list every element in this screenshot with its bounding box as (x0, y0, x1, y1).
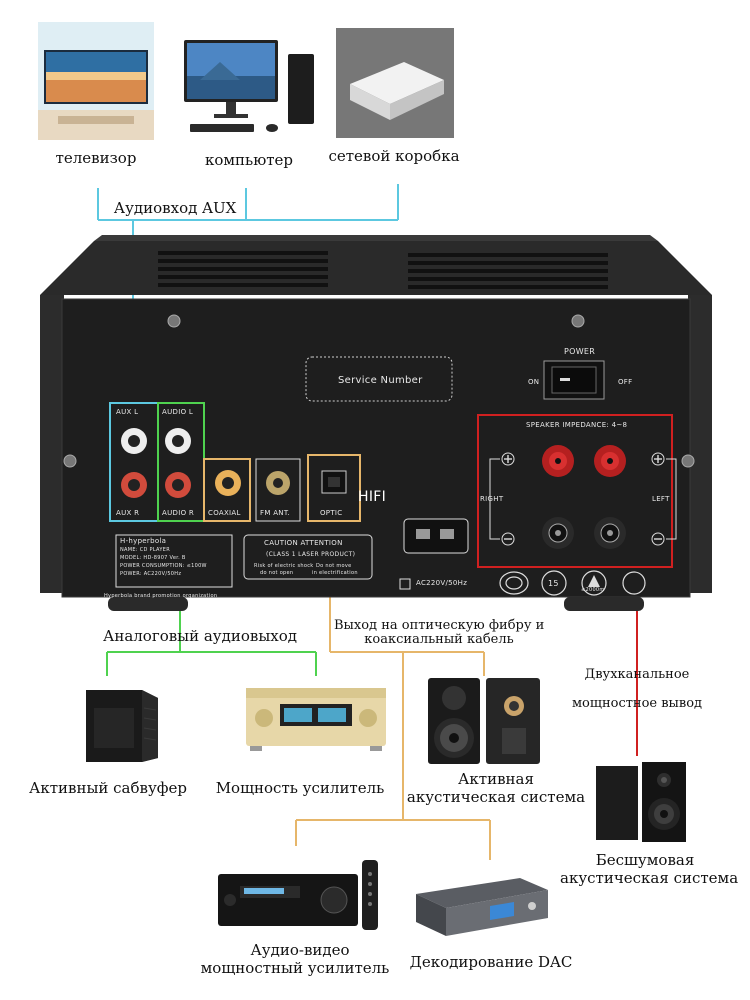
fm-ant-label: FM ANT. (260, 509, 291, 517)
active-speakers-label-2: акустическая система (406, 788, 586, 806)
subwoofer-label: Активный сабвуфер (28, 779, 188, 797)
warn-2: do not open (260, 570, 294, 576)
tv-label: телевизор (55, 149, 137, 167)
av-receiver-image (216, 860, 386, 932)
active-speakers-label-1: Активная (458, 770, 534, 788)
aux-input-label: Аудиовход AUX (113, 199, 237, 217)
passive-speakers-label-1: Бесшумовая (595, 851, 695, 869)
optic-label: OPTIC (320, 509, 343, 517)
service-number-label: Service Number (338, 375, 423, 386)
model-line: MODEL: HD-8907 Ver. B (120, 555, 186, 561)
subwoofer-image (82, 684, 162, 764)
network-box-image (336, 28, 454, 138)
consumption-line: POWER CONSUMPTION: ≤100W (120, 563, 207, 569)
power-on-label: ON (528, 378, 540, 386)
computer-image (180, 36, 318, 136)
dac-image (410, 874, 552, 942)
warn-3: Do not move (316, 563, 352, 569)
power-label: POWER (564, 347, 596, 356)
aux-r-label: AUX R (116, 509, 140, 517)
warn-1: Risk of electric shock (254, 563, 314, 569)
right-channel-label: RIGHT (480, 495, 504, 503)
coaxial-label: COAXIAL (208, 509, 241, 517)
optical-output-label-1: Выход на оптическую фибру и (334, 618, 545, 633)
power-off-label: OFF (618, 378, 633, 386)
left-channel-label: LEFT (652, 495, 670, 503)
passive-speakers-image (594, 762, 688, 844)
two-channel-label-2: мощностное вывод (571, 696, 703, 711)
av-receiver-label-1: Аудио-видео (250, 941, 350, 959)
aux-jacks (121, 428, 241, 498)
computer-label: компьютер (204, 151, 294, 169)
audio-l-label: AUDIO L (162, 408, 194, 416)
passive-speakers-label-2: акустическая система (560, 869, 739, 887)
brand-label: H-hyperbola (120, 537, 167, 545)
active-speakers-image (426, 676, 544, 768)
dac-label: Декодирование DAC (409, 953, 573, 971)
amplifier-image (244, 686, 388, 752)
warn-4: in electrification (312, 570, 358, 576)
amplifier-rear-panel: Service Number POWER ON OFF SPEAKER IMPE… (38, 233, 714, 615)
laser-label: (CLASS 1 LASER PRODUCT) (266, 551, 356, 558)
name-line: NAME: CD PLAYER (120, 547, 170, 553)
org-line: Hyperbola brand promotion organization (104, 593, 218, 599)
ac-input-label: AC220V/50Hz (416, 579, 468, 587)
network-box-label: сетевой коробка (328, 147, 460, 165)
cert-15-label: 15 (548, 579, 559, 588)
analog-output-label: Аналоговый аудиовыход (102, 627, 298, 645)
power-line: POWER: AC220V/50Hz (120, 571, 182, 577)
caution-label: CAUTION ATTENTION (264, 539, 343, 547)
aux-l-label: AUX L (116, 408, 139, 416)
speaker-impedance-label: SPEAKER IMPEDANCE: 4~8 (526, 421, 628, 429)
hifi-label: HIFI (358, 489, 387, 505)
cert-altitude-label: ≤2000m (581, 587, 605, 593)
tv-image (38, 22, 154, 140)
optical-output-label-2: коаксиальный кабель (364, 632, 514, 647)
amplifier-label: Мощность усилитель (215, 779, 385, 797)
audio-r-label: AUDIO R (162, 509, 195, 517)
two-channel-label-1: Двухканальное (584, 667, 690, 682)
digital-output-lines (295, 518, 491, 860)
av-receiver-label-2: мощностный усилитель (200, 959, 390, 977)
